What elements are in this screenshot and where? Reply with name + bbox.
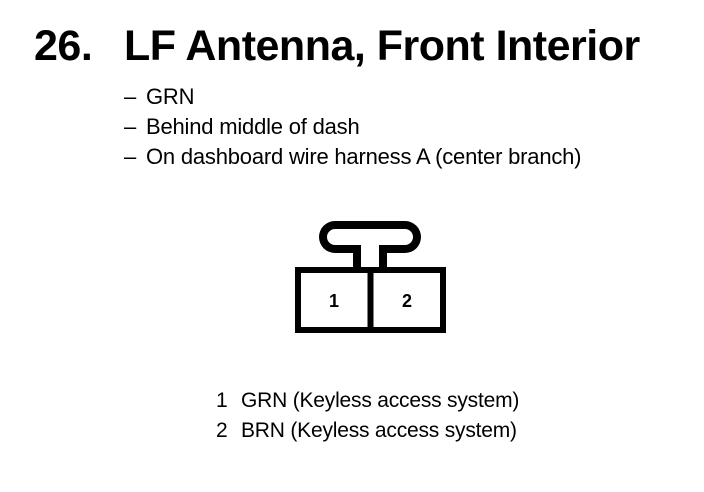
dash-icon: –	[124, 84, 137, 109]
component-details-list: – GRN – Behind middle of dash – On dashb…	[124, 82, 684, 172]
connector-drawing: 1 2	[295, 221, 446, 333]
page-title: 26. LF Antenna, Front Interior	[34, 24, 674, 70]
list-item: – Behind middle of dash	[124, 112, 684, 142]
legend-pin-number: 2	[216, 419, 228, 442]
list-item: – GRN	[124, 82, 684, 112]
legend-row: 2 BRN (Keyless access system)	[216, 416, 616, 446]
legend-pin-description: BRN (Keyless access system)	[241, 419, 517, 442]
pin-legend: 1 GRN (Keyless access system) 2 BRN (Key…	[216, 386, 616, 446]
legend-pin-number: 1	[216, 389, 228, 412]
list-item-label: GRN	[146, 84, 195, 109]
locking-tab-icon	[319, 221, 421, 270]
dash-icon: –	[124, 114, 137, 139]
list-item: – On dashboard wire harness A (center br…	[124, 142, 684, 172]
cavity-label-1: 1	[329, 291, 339, 311]
component-title: LF Antenna, Front Interior	[124, 22, 640, 70]
dash-icon: –	[124, 144, 137, 169]
list-item-label: Behind middle of dash	[146, 114, 360, 139]
legend-pin-description: GRN (Keyless access system)	[241, 389, 520, 412]
item-number: 26.	[34, 22, 93, 70]
list-item-label: On dashboard wire harness A (center bran…	[146, 144, 582, 169]
connector-diagram: 1 2	[292, 215, 450, 337]
legend-row: 1 GRN (Keyless access system)	[216, 386, 616, 416]
cavity-label-2: 2	[402, 291, 412, 311]
